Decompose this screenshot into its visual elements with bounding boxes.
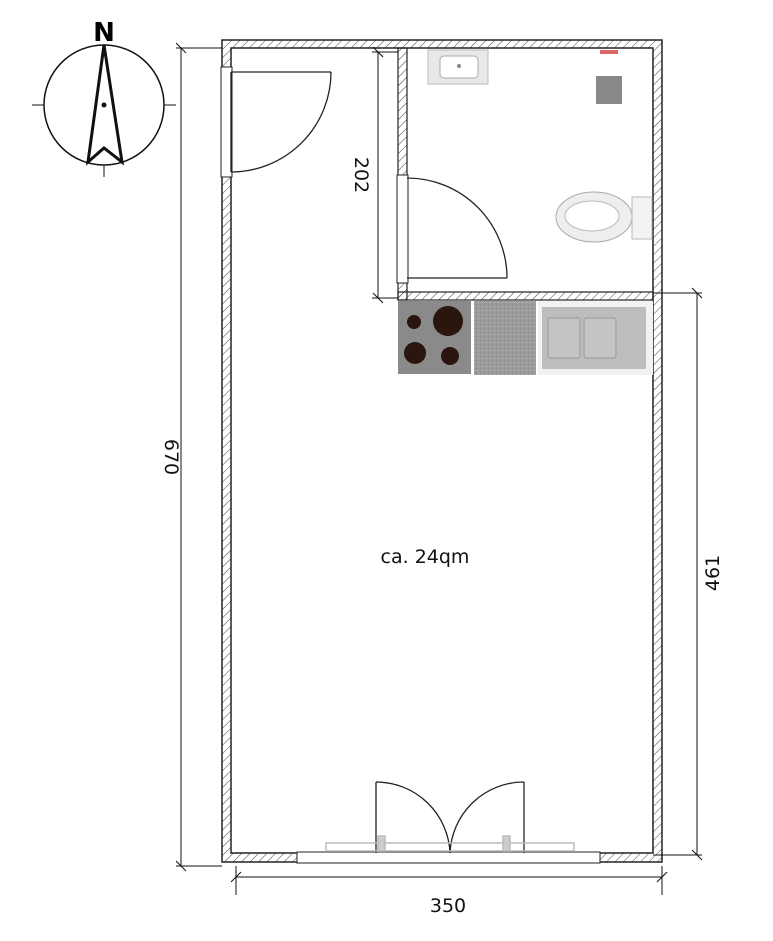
entrance-door <box>230 71 332 173</box>
north-label: N <box>93 18 115 48</box>
radiator <box>325 835 575 852</box>
dimension-lines <box>175 42 703 895</box>
dimension-label-room: 461 <box>702 555 724 591</box>
walls <box>220 39 663 864</box>
kitchen-sink <box>538 301 653 375</box>
dimension-label-bathroom: 202 <box>350 157 372 193</box>
stove <box>398 301 471 374</box>
toilet <box>555 191 653 243</box>
north-arrow-icon <box>85 44 125 166</box>
dimension-label-width: 350 <box>430 895 466 917</box>
french-door <box>375 781 525 854</box>
countertop <box>474 301 536 375</box>
shower-fixture <box>596 50 622 104</box>
washbasin <box>427 49 489 85</box>
dimension-label-height: 670 <box>160 439 182 475</box>
bathroom-door <box>406 177 508 279</box>
north-arrow-compass: N <box>32 18 176 177</box>
room-area-label: ca. 24qm <box>381 546 470 568</box>
